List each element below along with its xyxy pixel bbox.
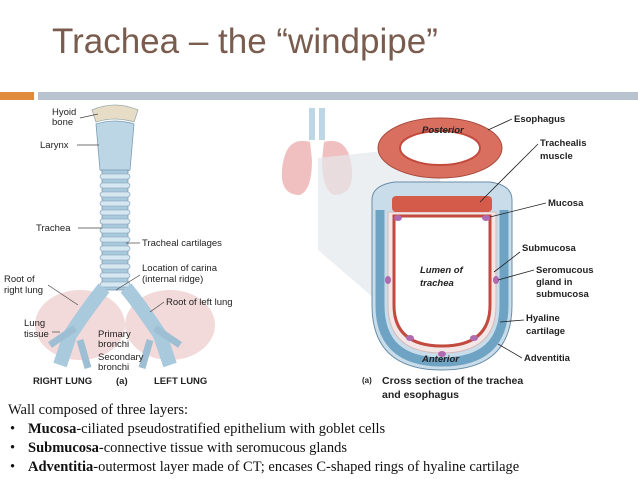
label-posterior: Posterior [422, 125, 465, 136]
tracheal-ring [99, 200, 131, 207]
seromucous-glands [385, 215, 499, 357]
tracheal-ring [99, 263, 131, 270]
layer-term: Submucosa [28, 440, 99, 456]
layer-description: -connective tissue with seromucous gland… [98, 440, 347, 456]
label-anterior: Anterior [421, 354, 460, 365]
rule-accent-orange [0, 92, 34, 100]
layer-term: Mucosa [28, 421, 77, 437]
mucosa-shape [392, 214, 492, 348]
layer-list-item: Adventitia-outermost layer made of CT; e… [8, 458, 633, 477]
label-panel-a-right: (a) [362, 376, 372, 385]
tracheal-ring [99, 272, 131, 279]
mini-right-lung-icon [281, 140, 312, 195]
label-tracheal-cartilages: Tracheal cartilages [142, 238, 222, 249]
tracheal-ring [99, 209, 131, 216]
mini-trachea-icon [309, 108, 325, 140]
label-left-lung: LEFT LUNG [154, 376, 207, 387]
hyoid-bone-shape [91, 104, 139, 123]
layer-term: Adventitia [28, 459, 94, 475]
tracheal-ring [99, 281, 131, 288]
left-illustration [35, 104, 215, 369]
label-esophagus: Esophagus [514, 114, 565, 125]
layer-list-item: Mucosa-ciliated pseudostratified epithel… [8, 420, 633, 439]
body-intro: Wall composed of three layers: [8, 402, 189, 418]
tracheal-ring [99, 227, 131, 234]
label-adventitia: Adventitia [524, 353, 571, 364]
body-text: Wall composed of three layers: Mucosa-ci… [8, 401, 633, 477]
label-submucosa: Submucosa [522, 243, 577, 254]
secondary-bronchi-shapes [48, 325, 182, 369]
label-larynx: Larynx [40, 140, 69, 151]
layer-list: Mucosa-ciliated pseudostratified epithel… [8, 420, 633, 477]
larynx-shape [95, 120, 135, 174]
layer-list-item: Submucosa-connective tissue with seromuc… [8, 439, 633, 458]
label-root-left-lung: Root of left lung [166, 297, 233, 308]
tracheal-ring [99, 218, 131, 225]
label-right-lung: RIGHT LUNG [33, 376, 92, 387]
tracheal-ring [99, 236, 131, 243]
label-panel-a-left: (a) [116, 376, 128, 387]
tracheal-ring [99, 182, 131, 189]
layer-description: -ciliated pseudostratified epithelium wi… [76, 421, 386, 437]
label-carina: Location of carina(internal ridge) [142, 263, 218, 285]
layer-description: -outermost layer made of CT; encases C-s… [93, 459, 520, 475]
trachealis-muscle-shape [392, 196, 492, 212]
label-trachea: Trachea [36, 223, 71, 234]
tracheal-ring [99, 173, 131, 180]
slide-title: Trachea – the “windpipe” [52, 22, 438, 61]
tracheal-ring [99, 191, 131, 198]
esophagus-lumen-shape [399, 130, 481, 166]
tracheal-ring [99, 245, 131, 252]
right-illustration [281, 108, 513, 371]
title-rule [0, 92, 638, 100]
hyaline-cartilage-shape [375, 210, 509, 367]
tracheal-ring [99, 254, 131, 261]
label-mucosa: Mucosa [548, 198, 584, 209]
rule-accent-gray [38, 92, 638, 100]
